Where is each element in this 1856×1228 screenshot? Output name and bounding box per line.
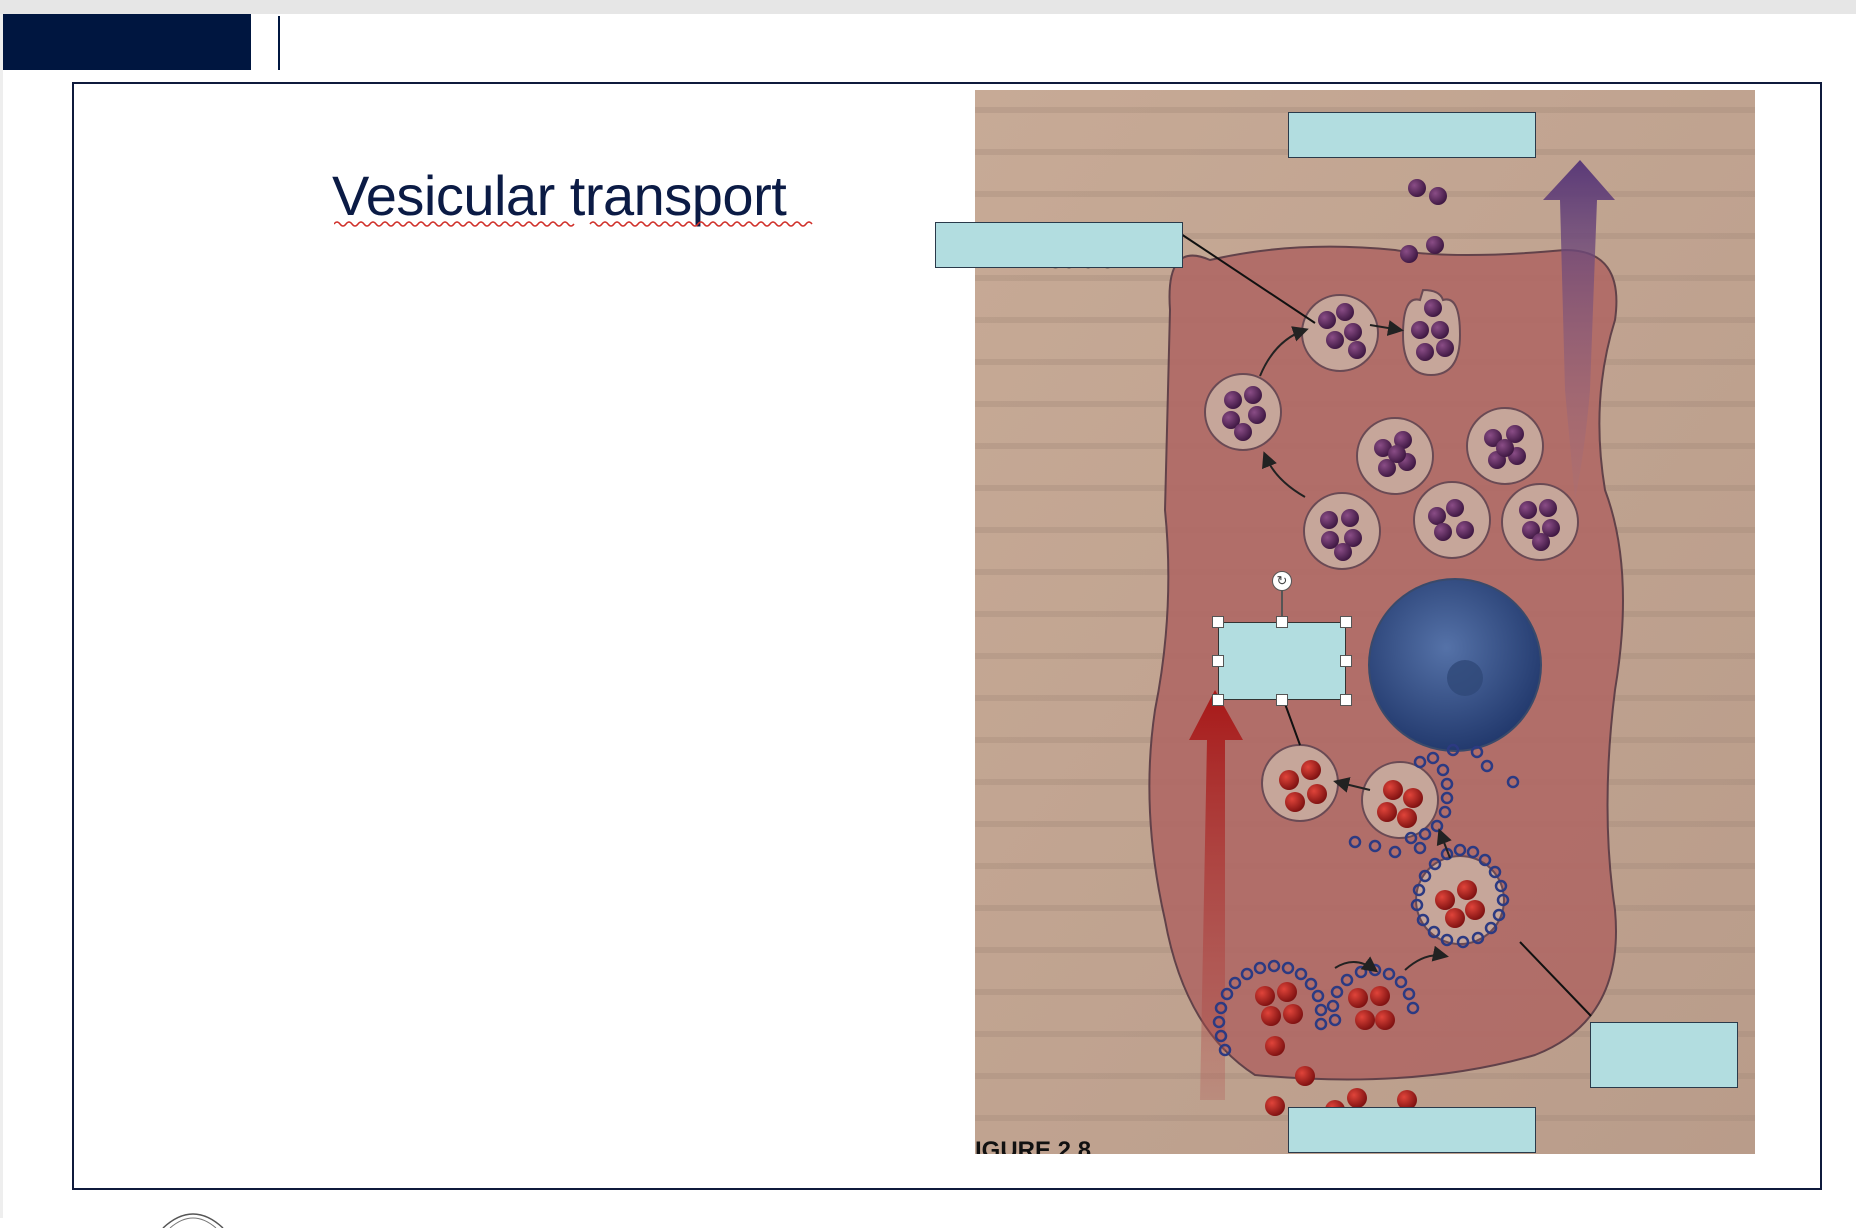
resize-handle-se[interactable] <box>1340 694 1352 706</box>
header-separator <box>278 16 280 70</box>
red-vesicles <box>1261 744 1505 945</box>
coat-proteins <box>1212 743 1520 1057</box>
figure-caption-fragment: IGURE 2.8 <box>975 1137 1091 1154</box>
exocytosis-arrow <box>1543 160 1615 500</box>
red-particles <box>1255 982 1417 1120</box>
purple-vesicles <box>1204 179 1579 570</box>
window-top-bar <box>0 0 1856 14</box>
label-box-selected[interactable] <box>1218 622 1346 700</box>
slide-title[interactable]: Vesicular transport <box>332 164 787 227</box>
resize-handle-ne[interactable] <box>1340 616 1352 628</box>
label-box-bottom[interactable] <box>1288 1107 1536 1153</box>
rotation-stem <box>1281 590 1283 622</box>
campus-seal-logo <box>162 1213 224 1228</box>
spellcheck-underline <box>334 221 813 227</box>
rotate-handle-icon[interactable]: ↻ <box>1272 571 1292 591</box>
label-box-upper-left[interactable] <box>935 222 1183 268</box>
resize-handle-nw[interactable] <box>1212 616 1224 628</box>
resize-handle-w[interactable] <box>1212 655 1224 667</box>
left-edge-strip <box>0 14 3 1218</box>
header-navy-block <box>3 14 251 70</box>
resize-handle-s[interactable] <box>1276 694 1288 706</box>
resize-handle-e[interactable] <box>1340 655 1352 667</box>
label-box-top[interactable] <box>1288 112 1536 158</box>
resize-handle-n[interactable] <box>1276 616 1288 628</box>
label-box-lower-right[interactable] <box>1590 1022 1738 1088</box>
endocytosis-arrow <box>1189 690 1243 1100</box>
resize-handle-sw[interactable] <box>1212 694 1224 706</box>
